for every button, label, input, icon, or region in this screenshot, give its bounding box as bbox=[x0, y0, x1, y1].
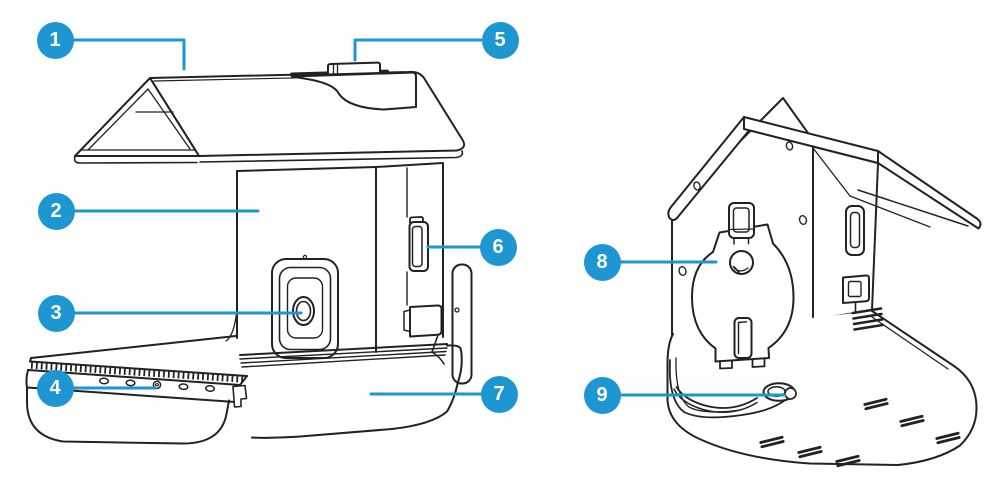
plate-slot bbox=[733, 317, 753, 359]
tray-bowl bbox=[26, 386, 230, 445]
plate-screw bbox=[729, 250, 754, 275]
seed-base bbox=[251, 344, 463, 439]
bottom-clip bbox=[409, 304, 443, 338]
callout-7: 7 bbox=[480, 375, 518, 413]
roof-latch-tab bbox=[327, 61, 381, 75]
roof-cap bbox=[291, 71, 417, 111]
perch-rail bbox=[29, 360, 248, 377]
vent-slots bbox=[759, 397, 961, 468]
mounting-plate bbox=[690, 223, 795, 363]
callout-4: 4 bbox=[36, 369, 74, 407]
callout-2: 2 bbox=[37, 192, 75, 230]
rear-clip bbox=[842, 274, 870, 304]
roof-gable bbox=[74, 77, 200, 157]
callout-5: 5 bbox=[481, 21, 519, 59]
rear-roof-left-band bbox=[667, 116, 750, 221]
callout-leader-lines bbox=[70, 38, 787, 397]
callout-8: 8 bbox=[583, 243, 621, 281]
front-view-illustration bbox=[25, 61, 473, 445]
body-front-face bbox=[236, 166, 377, 172]
camera-module bbox=[271, 258, 339, 359]
callout-1: 1 bbox=[36, 21, 74, 59]
callout-9: 9 bbox=[583, 376, 621, 414]
camera-lens bbox=[292, 296, 315, 326]
leader-1 bbox=[70, 38, 186, 71]
rear-view-illustration bbox=[666, 97, 982, 468]
callout-6: 6 bbox=[479, 228, 517, 266]
body-side-face bbox=[375, 162, 444, 338]
rear-roof-right-band bbox=[877, 150, 982, 230]
callout-3: 3 bbox=[37, 294, 75, 332]
leader-5 bbox=[353, 38, 485, 62]
mount-plate-edge bbox=[451, 263, 473, 385]
tray-back-edge bbox=[30, 335, 237, 359]
